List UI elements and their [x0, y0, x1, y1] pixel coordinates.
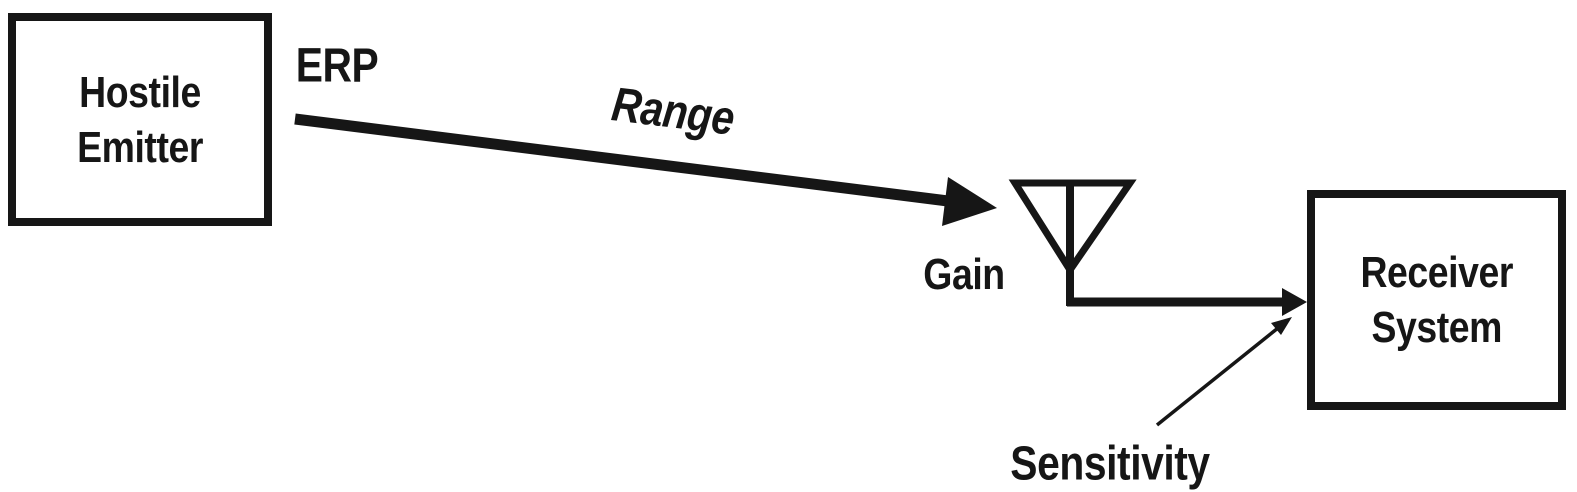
- range-arrow-shaft: [294, 113, 949, 207]
- receiver-system-label-line2: System: [1371, 303, 1502, 352]
- hostile-emitter-label-line2: Emitter: [77, 122, 203, 172]
- sensitivity-label: Sensitivity: [1010, 437, 1210, 491]
- range-arrowhead-icon: [942, 177, 997, 226]
- sensitivity-arrow-shaft: [1155, 326, 1280, 427]
- receiver-system-box: Receiver System: [1307, 190, 1566, 410]
- sensitivity-arrowhead-icon: [1271, 317, 1292, 335]
- feed-line-arrowhead-icon: [1282, 288, 1307, 316]
- sensitivity-arrow: [1155, 317, 1292, 427]
- feed-line-arrow: [1067, 288, 1307, 316]
- erp-label: ERP: [295, 39, 379, 93]
- receiver-system-label: Receiver System: [1360, 245, 1513, 355]
- range-arrow: [294, 113, 997, 226]
- antenna-icon: [1008, 179, 1137, 306]
- hostile-emitter-label-line1: Hostile: [79, 67, 201, 117]
- hostile-emitter-box: Hostile Emitter: [8, 13, 272, 226]
- receiver-system-label-line1: Receiver: [1360, 248, 1513, 297]
- gain-label: Gain: [923, 250, 1005, 299]
- hostile-emitter-label: Hostile Emitter: [77, 65, 203, 175]
